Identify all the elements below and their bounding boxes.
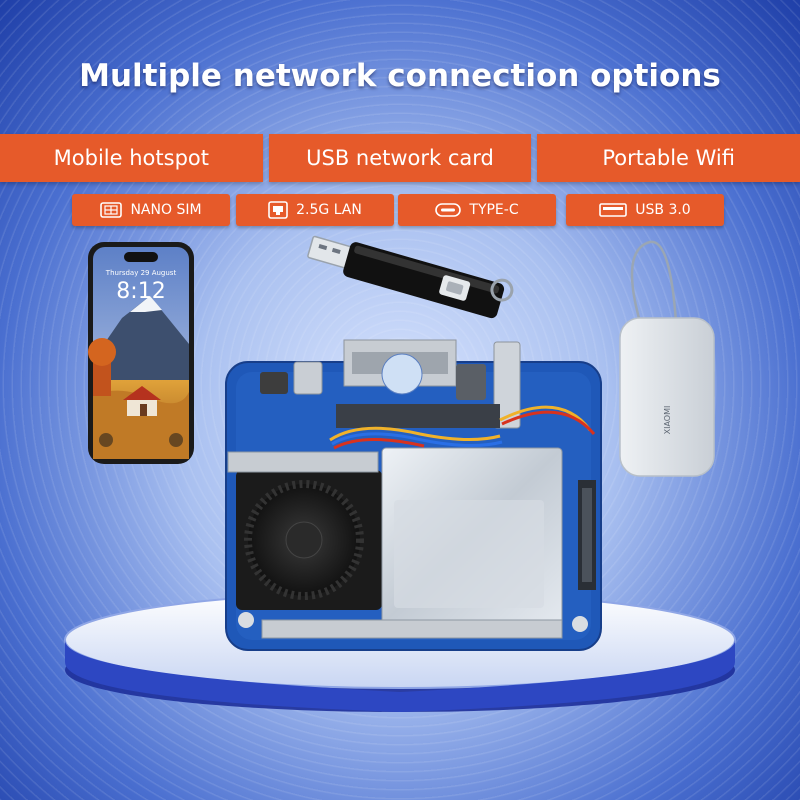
option-portable-wifi: Portable Wifi <box>537 134 800 182</box>
port-chip-type-c: TYPE-C <box>398 194 556 226</box>
phone-time: 8:12 <box>116 279 165 304</box>
option-mobile-hotspot: Mobile hotspot <box>0 134 263 182</box>
port-label: USB 3.0 <box>635 202 691 218</box>
headline: Multiple network connection options <box>79 58 721 94</box>
port-chip-lan: 2.5G LAN <box>236 194 394 226</box>
port-label: NANO SIM <box>130 202 202 218</box>
port-chip-nano-sim: NANO SIM <box>72 194 230 226</box>
smartphone: Thursday 29 August 8:12 <box>88 242 194 464</box>
usb-network-card <box>307 235 514 319</box>
ethernet-port-icon <box>268 201 288 219</box>
usb-c-port-icon <box>435 203 462 217</box>
port-chips: NANO SIM 2.5G LAN TYPE-C USB 3.0 <box>0 194 800 226</box>
sim-card-icon <box>100 202 123 218</box>
powerbank-brand: XIAOMI <box>663 406 672 435</box>
router-board <box>225 339 602 651</box>
phone-date: Thursday 29 August <box>105 269 177 277</box>
port-label: TYPE-C <box>469 202 519 218</box>
option-band: Mobile hotspot USB network card Portable… <box>0 134 800 182</box>
port-label: 2.5G LAN <box>296 202 362 218</box>
port-chip-usb3: USB 3.0 <box>566 194 724 226</box>
option-usb-network-card: USB network card <box>268 134 532 182</box>
usb-port-icon <box>599 203 628 217</box>
portable-wifi-powerbank: XIAOMI <box>619 240 715 477</box>
